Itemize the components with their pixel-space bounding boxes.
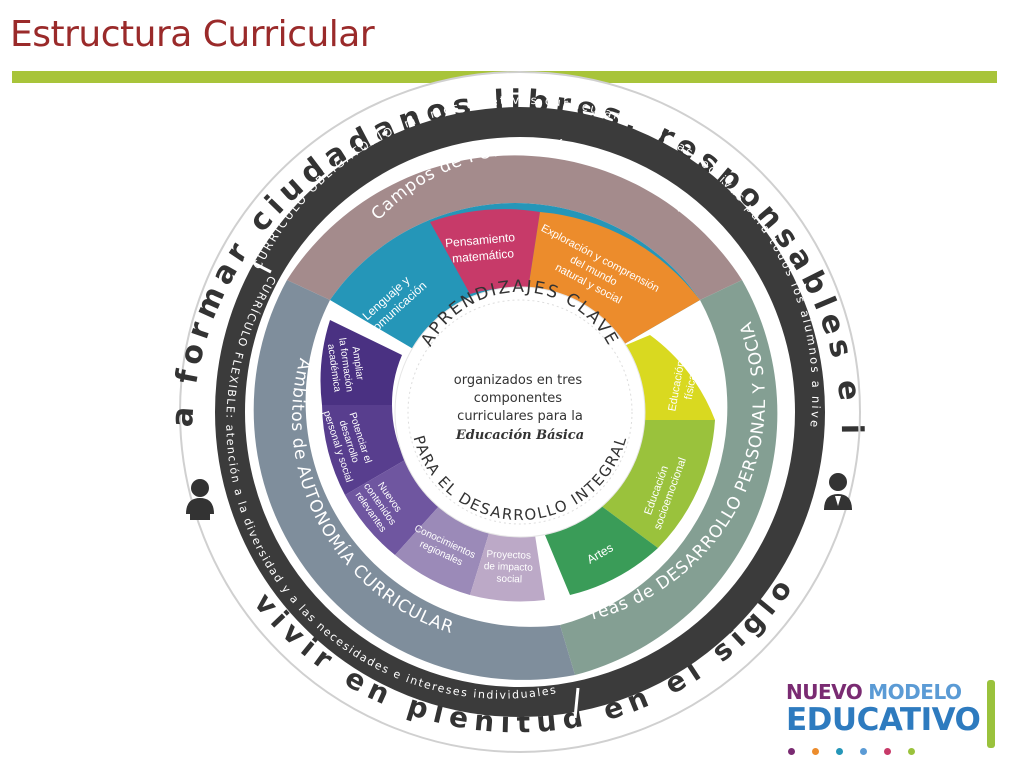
- logo-nuevo: NUEVO: [786, 680, 863, 704]
- curriculo-ring: [215, 107, 825, 717]
- segment-pensamiento-label: Pensamiento matemático: [444, 230, 520, 266]
- logo-dot: [836, 748, 843, 755]
- logo-dot: [884, 748, 891, 755]
- formacion-academica-band: [287, 155, 742, 300]
- segment-exploracion: [528, 212, 700, 350]
- segment-conocimientos: [395, 505, 490, 595]
- girl-student-icon: [186, 479, 214, 520]
- center-circle: [394, 286, 646, 538]
- logo-dot: [812, 748, 819, 755]
- logo-dot: [860, 748, 867, 755]
- logo-dot: [908, 748, 915, 755]
- segment-proyectos: [470, 530, 545, 602]
- segment-pensamiento: [430, 209, 540, 294]
- autonomia-curricular-band: [253, 280, 575, 680]
- center-emphasis: Educación Básica: [455, 428, 584, 443]
- segment-potenciar: [322, 405, 405, 495]
- logo-bar: [987, 680, 995, 748]
- segment-ampliar: [320, 320, 402, 405]
- segment-nuevos: [345, 460, 440, 555]
- segment-artes: [545, 505, 658, 595]
- center-lines: organizados en tres componentes curricul…: [454, 373, 586, 424]
- logo-dots: [788, 742, 932, 760]
- logo-dot: [788, 748, 795, 755]
- segment-educacion-fisica-label: Educación física: [666, 357, 701, 415]
- logo-modelo: MODELO: [868, 680, 962, 704]
- segment-proyectos-label: Proyectos de impacto social: [483, 549, 536, 586]
- logo-educativo: EDUCATIVO: [786, 702, 981, 738]
- segment-potenciar-label: Potenciar el desarrollo personal y socia…: [321, 402, 377, 484]
- boy-student-icon: [824, 473, 852, 510]
- desarrollo-personal-band: [560, 280, 778, 675]
- page-title: Estructura Curricular: [10, 14, 375, 55]
